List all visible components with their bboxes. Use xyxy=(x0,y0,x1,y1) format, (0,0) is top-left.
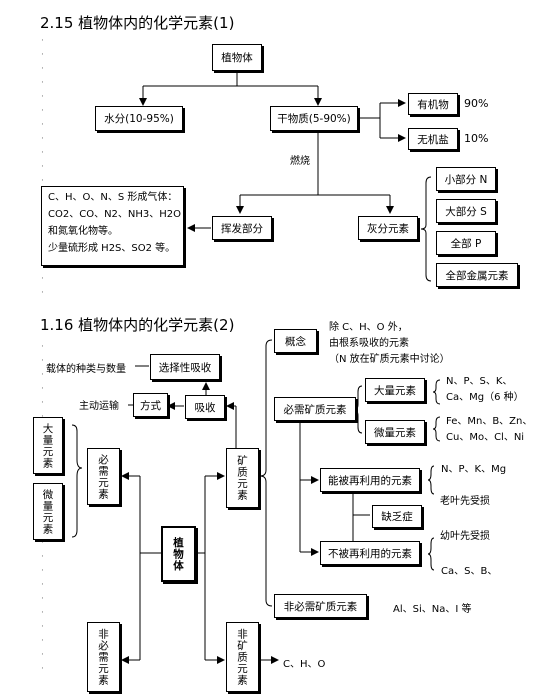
gas-line-1: C、H、O、N、S 形成气体： xyxy=(48,192,178,203)
mineral-element-box: 矿质元素 xyxy=(226,448,259,508)
non-mineral-element-box: 非矿质元素 xyxy=(226,622,259,692)
ash-item-n: 小部分 N xyxy=(436,167,496,191)
active-transport-label: 主动运输 xyxy=(79,401,119,412)
section1-title: 2.15 植物体内的化学元素(1) xyxy=(40,14,235,32)
volatile-box: 挥发部分 xyxy=(212,216,272,240)
non-mineral-element-text: 非矿质元素 xyxy=(236,628,248,686)
reusable-box: 能被再利用的元素 xyxy=(320,468,420,492)
plant-box: 植物体 xyxy=(212,44,262,71)
absorb-box: 吸收 xyxy=(185,395,225,419)
dry-matter-box: 干物质(5-90%) xyxy=(270,106,358,131)
ash-box: 灰分元素 xyxy=(358,216,418,240)
water-box: 水分(10-95%) xyxy=(95,106,183,131)
inorganic-percent: 10% xyxy=(464,132,489,145)
reusable-list: N、P、K、Mg xyxy=(441,464,507,475)
gas-line-3: 和氮氧化物等。 xyxy=(48,226,118,237)
essential-mineral-box: 必需矿质元素 xyxy=(274,397,356,421)
left-micro-text: 微量元素 xyxy=(41,488,54,535)
concept-box: 概念 xyxy=(274,329,317,353)
ash-item-metals: 全部金属元素 xyxy=(436,263,518,287)
concept-text: 除 C、H、O 外， 由根系吸收的元素 （N 放在矿质元素中讨论） xyxy=(329,320,450,368)
plant-center-box: 植物体 xyxy=(161,526,196,582)
volatile-gas-box: C、H、O、N、S 形成气体： CO2、CO、N2、NH3、H2O 和氮氧化物等… xyxy=(41,186,184,266)
non-mineral-list: C、H、O xyxy=(283,659,326,670)
non-essential-element-text: 非必需元素 xyxy=(97,628,109,686)
non-essential-mineral-list: Al、Si、Na、I 等 xyxy=(393,604,472,615)
section2-title: 1.16 植物体内的化学元素(2) xyxy=(40,316,235,334)
concept-line-3: （N 放在矿质元素中讨论） xyxy=(329,354,450,365)
micro-list-line-2: Cu、Mo、Cl、Ni xyxy=(446,432,525,443)
organic-box: 有机物 xyxy=(408,93,458,115)
young-leaf-damage: 幼叶先受损 xyxy=(440,531,490,542)
mineral-element-text: 矿质元素 xyxy=(236,455,248,501)
left-micro-box: 微量元素 xyxy=(33,483,63,540)
not-reusable-list: Ca、S、B、 xyxy=(441,566,498,577)
deficiency-box: 缺乏症 xyxy=(372,505,422,528)
carrier-label: 载体的种类与数量 xyxy=(46,364,126,375)
essential-element-box: 必需元素 xyxy=(87,448,120,505)
gas-line-4: 少量硫形成 H2S、SO2 等。 xyxy=(48,243,176,254)
organic-percent: 90% xyxy=(464,97,489,110)
ash-item-p: 全部 P xyxy=(436,231,496,255)
old-leaf-damage: 老叶先受损 xyxy=(440,496,490,507)
non-essential-element-box: 非必需元素 xyxy=(87,622,120,692)
gas-line-2: CO2、CO、N2、NH3、H2O xyxy=(48,209,182,220)
concept-line-1: 除 C、H、O 外， xyxy=(329,322,408,333)
micro-list: Fe、Mn、B、Zn、 Cu、Mo、Cl、Ni xyxy=(446,414,532,446)
inorganic-box: 无机盐 xyxy=(408,128,458,150)
essential-element-text: 必需元素 xyxy=(97,453,109,500)
selective-absorb-box: 选择性吸收 xyxy=(150,354,220,380)
micro-list-line-1: Fe、Mn、B、Zn、 xyxy=(446,416,533,427)
left-macro-box: 大量元素 xyxy=(33,417,63,474)
concept-line-2: 由根系吸收的元素 xyxy=(329,338,409,349)
non-essential-mineral-box: 非必需矿质元素 xyxy=(274,594,367,618)
ash-item-s: 大部分 S xyxy=(436,199,496,223)
not-reusable-box: 不被再利用的元素 xyxy=(320,541,420,565)
mode-box: 方式 xyxy=(133,393,168,417)
macro-list: N、P、S、K、 Ca、Mg（6 种） xyxy=(446,374,524,406)
micro-element-box: 微量元素 xyxy=(365,420,425,444)
macro-element-box: 大量元素 xyxy=(365,378,425,402)
burn-label: 燃烧 xyxy=(290,156,310,167)
left-macro-text: 大量元素 xyxy=(41,422,54,469)
plant-center-text: 植物体 xyxy=(172,536,184,572)
macro-list-line-2: Ca、Mg（6 种） xyxy=(446,392,524,403)
macro-list-line-1: N、P、S、K、 xyxy=(446,376,513,387)
